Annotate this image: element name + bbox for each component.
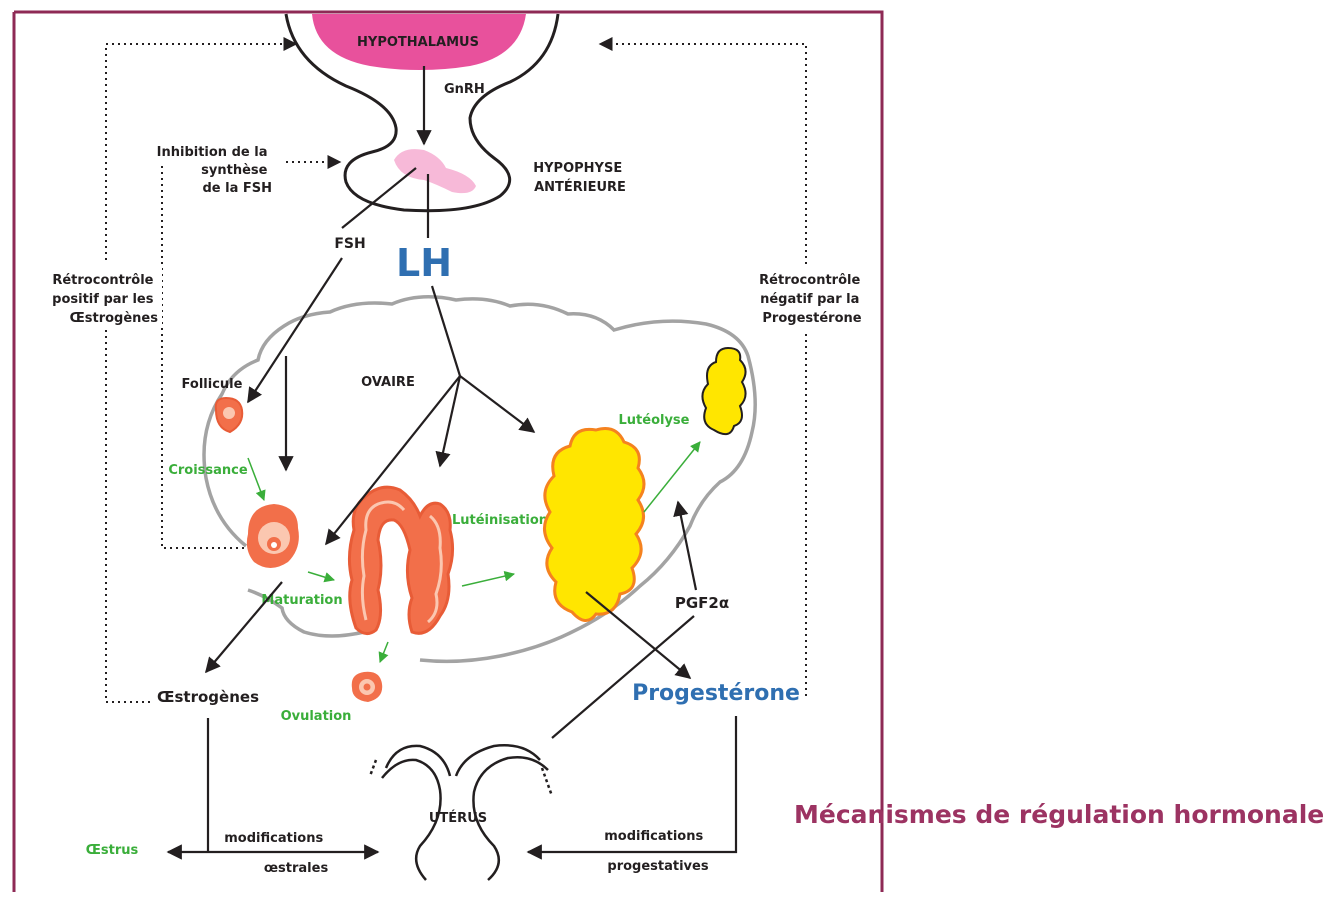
growing-follicle (247, 504, 299, 568)
retro-positive-line-2: positif par les (52, 292, 154, 307)
hypophyse-line-1: HYPOPHYSE (533, 161, 622, 176)
retro-positive-line-3: Œstrogènes (70, 311, 159, 326)
mature-follicle (349, 487, 452, 633)
inhibition-line-1: Inhibition de la (157, 145, 268, 160)
luteinisation-label: Lutéinisation (452, 513, 548, 528)
modif-oestrales-label: modifications œstrales (224, 831, 328, 876)
ovulation-arrow (380, 642, 388, 662)
fsh-stem (342, 168, 416, 228)
corpus-luteum (544, 429, 644, 621)
frame-border (14, 12, 882, 892)
modif-oestrales-line-2: œstrales (264, 861, 329, 876)
inhibition-line-2: synthèse (201, 163, 267, 178)
fsh-to-follicle-arrow (248, 258, 342, 402)
maturation-arrow (308, 572, 334, 580)
luteolyse-arrow (644, 442, 700, 512)
retro-negative-line-2: négatif par la (760, 292, 859, 307)
oestrus-label: Œstrus (86, 843, 139, 858)
retro-negative-label: Rétrocontrôle négatif par la Progestéron… (759, 273, 865, 326)
hypothalamus-label: HYPOTHALAMUS (357, 35, 479, 50)
ovaire-label: OVAIRE (361, 375, 415, 390)
ovulated-oocyte (352, 672, 382, 702)
hypophyse-line-2: ANTÉRIEURE (534, 179, 626, 195)
modif-oestrales-line-1: modifications (224, 831, 323, 846)
maturation-label: Maturation (261, 593, 342, 608)
retro-positive-line-1: Rétrocontrôle (52, 273, 153, 288)
diagram-caption: Mécanismes de régulation hormonale (794, 800, 1324, 829)
gnrh-label: GnRH (444, 82, 485, 97)
retro-negative-line-1: Rétrocontrôle (759, 273, 860, 288)
progesterone-label: Progestérone (632, 681, 800, 706)
uterus-label: UTÉRUS (429, 810, 487, 826)
follicule-label: Follicule (182, 377, 243, 392)
luteolyse-label: Lutéolyse (619, 413, 690, 428)
croissance-arrow (248, 458, 264, 500)
uterus-to-pgf2a-line (552, 616, 694, 738)
hypophyse-label: HYPOPHYSE ANTÉRIEURE (533, 161, 626, 195)
modif-progestatives-line-2: progestatives (607, 859, 708, 874)
retro-negative-line-3: Progestérone (762, 311, 861, 326)
ovulation-label: Ovulation (281, 709, 352, 724)
small-follicle (216, 398, 243, 432)
hypophyse-shape (394, 149, 476, 193)
inhibition-line-3: de la FSH (202, 181, 272, 196)
follicle-to-oestrogen-arrow (206, 582, 282, 672)
pgf2a-label: PGF2α (675, 594, 729, 612)
inhibition-label: Inhibition de la synthèse de la FSH (157, 145, 272, 196)
lh-to-corpus-arrow (460, 376, 534, 432)
regressing-corpus (702, 348, 745, 434)
lh-label: LH (396, 241, 452, 285)
croissance-label: Croissance (168, 463, 248, 478)
oestrogenes-label: Œstrogènes (157, 688, 259, 706)
fsh-label: FSH (334, 236, 365, 252)
luteinisation-arrow (462, 574, 514, 586)
modif-progestatives-line-1: modifications (604, 829, 703, 844)
